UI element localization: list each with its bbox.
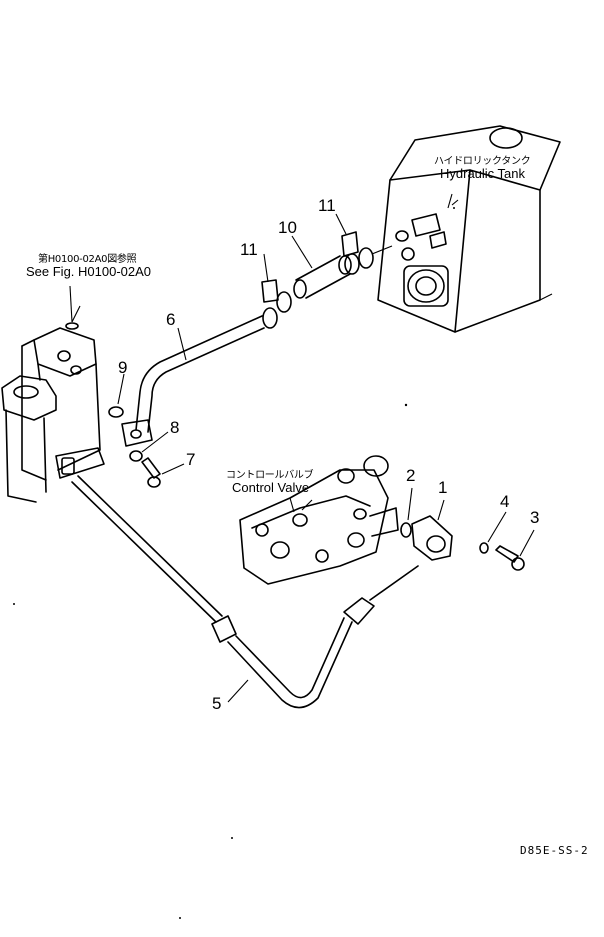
filter-unit-drawing xyxy=(1,305,105,503)
see-fig-label-en: See Fig. H0100-02A0 xyxy=(26,264,152,279)
control-valve-label-jp: コントロールバルブ xyxy=(226,470,314,481)
control-valve-label-en: Control Valve xyxy=(232,480,310,495)
callout-11-right: 11 xyxy=(318,196,336,215)
callout-11-left: 11 xyxy=(240,240,258,259)
callout-9: 9 xyxy=(118,358,128,377)
see-fig-label-jp: 第H0100-02A0図参照 xyxy=(38,254,137,265)
control-valve-drawing xyxy=(239,455,399,585)
hose-5-drawing xyxy=(71,475,419,709)
callout-2: 2 xyxy=(406,466,416,485)
callout-7: 7 xyxy=(186,450,196,469)
callout-3: 3 xyxy=(530,508,540,527)
callout-1: 1 xyxy=(438,478,448,497)
suction-pipe-assembly xyxy=(261,213,393,329)
small-parts-left xyxy=(108,373,185,488)
hydraulic-tank-label-jp: ハイドロリックタンク xyxy=(434,156,531,167)
hydraulic-tank-label-en: Hydraulic Tank xyxy=(440,166,526,181)
hydraulic-tank-drawing xyxy=(377,125,561,333)
label-leaders xyxy=(69,193,453,511)
callout-4: 4 xyxy=(500,492,510,511)
drawing-code: D85E-SS-2 xyxy=(520,844,589,857)
callout-5: 5 xyxy=(212,694,222,713)
scan-specks xyxy=(13,207,455,919)
callout-10: 10 xyxy=(278,218,297,237)
small-parts-right xyxy=(400,487,535,571)
callout-6: 6 xyxy=(166,310,176,329)
pipe-6-drawing xyxy=(121,315,265,447)
callout-8: 8 xyxy=(170,418,180,437)
